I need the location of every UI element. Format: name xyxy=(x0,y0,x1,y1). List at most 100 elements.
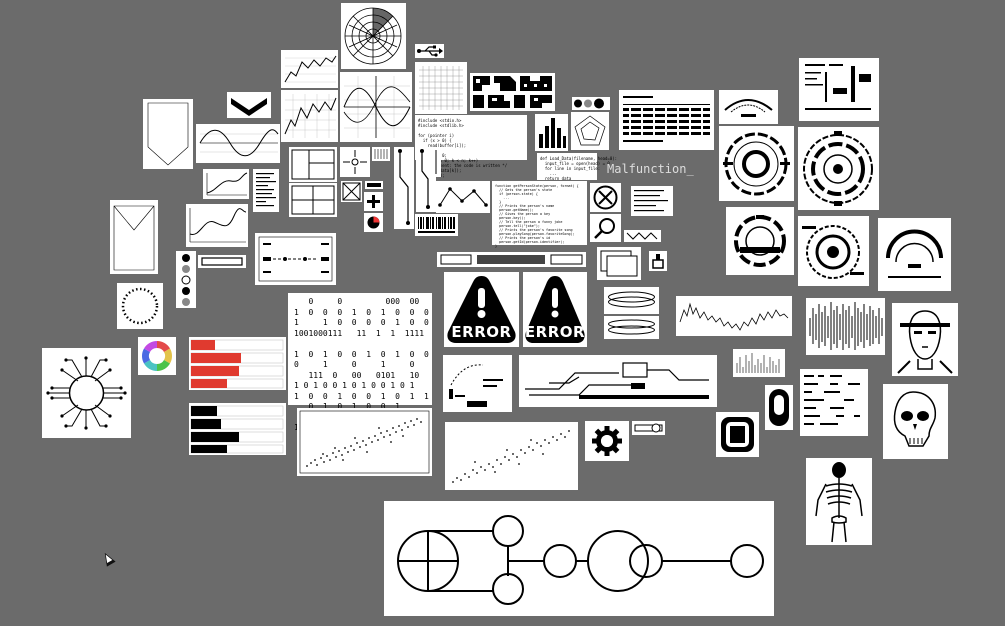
pie-tile xyxy=(364,213,383,232)
dotted-circle-icon xyxy=(121,287,159,325)
skeleton-icon xyxy=(815,462,863,543)
window-stack-icon xyxy=(600,250,638,277)
barcode-tile xyxy=(415,214,458,236)
dotted-circle-tile xyxy=(117,283,163,329)
waveform-tile xyxy=(806,298,885,355)
error-label: ERROR xyxy=(451,323,512,341)
hud-tile xyxy=(719,90,778,124)
barcode-icon xyxy=(418,217,455,233)
text-tile xyxy=(631,186,673,216)
scatter-plot-icon xyxy=(452,430,570,483)
sine-chart-tile xyxy=(340,72,412,142)
error-warning-tile: ERROR xyxy=(444,272,519,347)
sine-wave-icon xyxy=(199,129,279,157)
pentagon-chart-icon xyxy=(574,115,606,146)
stop-button-tile xyxy=(716,412,759,457)
ring-icon xyxy=(608,291,655,308)
histogram-tile xyxy=(733,349,785,377)
stripes-tile xyxy=(372,147,390,161)
warning-icon xyxy=(525,276,585,343)
slider-tile xyxy=(632,421,665,435)
code-panel: def Load_Data(filename, head=0): input_f… xyxy=(537,153,617,181)
line-chart-icon xyxy=(284,94,337,138)
node-diagram-tile xyxy=(384,501,774,616)
text-list-tile xyxy=(800,369,868,436)
stock-chart-tile xyxy=(676,296,792,336)
color-wheel-icon xyxy=(141,341,173,371)
skull-tile xyxy=(883,384,948,459)
hud-circle-tile xyxy=(798,127,879,210)
scatter-plot-tile xyxy=(445,422,578,490)
waveform-icon xyxy=(809,302,883,350)
hud-circle-icon xyxy=(886,229,943,278)
plus-icon xyxy=(367,195,380,208)
scatter-plot-tile xyxy=(297,408,432,476)
close-circle-tile xyxy=(590,183,621,212)
text-lines-icon xyxy=(634,190,668,212)
text-lines-icon xyxy=(256,173,276,207)
scatter-plot-icon xyxy=(299,410,430,474)
usb-tile xyxy=(415,44,444,58)
gear-tile xyxy=(585,421,629,461)
bar-tile xyxy=(365,181,383,189)
circuit-line-tile xyxy=(431,147,441,177)
hud-circle-tile xyxy=(878,218,951,291)
chevron-down-icon xyxy=(231,98,267,116)
code-panel: function getPersonState(person, format) … xyxy=(492,181,587,248)
banner-tile xyxy=(143,99,193,169)
data-table-tile xyxy=(619,90,714,150)
line-chart-tile xyxy=(186,204,248,247)
search-icon xyxy=(594,218,615,239)
ring-tile xyxy=(604,316,659,339)
color-wheel-tile xyxy=(138,337,176,375)
circuit-sun-tile xyxy=(42,348,131,438)
progress-bars-icon xyxy=(190,405,284,454)
line-chart-tile xyxy=(203,169,249,199)
radar-tile xyxy=(341,3,406,69)
banner-icon xyxy=(147,102,189,166)
hud-circle-icon xyxy=(803,131,873,206)
progress-strip-tile xyxy=(437,252,586,267)
skull-icon xyxy=(893,391,937,447)
circuit-icon xyxy=(473,76,552,108)
bar-button-icon xyxy=(201,257,243,266)
path-icon xyxy=(438,187,488,207)
circuit-wide-tile xyxy=(519,355,717,407)
bar-button-tile xyxy=(198,255,246,268)
chevron-tile xyxy=(227,92,271,118)
data-table-icon xyxy=(623,96,710,142)
histogram-icon xyxy=(736,353,780,373)
tech-panel-icon xyxy=(805,64,871,110)
node-diagram-icon xyxy=(397,515,764,605)
ring-icon xyxy=(608,319,655,335)
bar-chart-icon xyxy=(539,118,566,148)
error-warning-tile: ERROR xyxy=(523,272,587,347)
code-text: def Load_Data(filename, head=0): input_f… xyxy=(540,156,618,181)
stock-chart-icon xyxy=(679,302,789,331)
hud-circle-icon xyxy=(723,132,790,196)
grid-icon xyxy=(419,66,463,110)
crosshair-tile xyxy=(340,147,370,177)
layout-icon xyxy=(291,185,335,215)
circles-icon xyxy=(574,98,604,109)
radar-icon xyxy=(344,7,402,65)
line-chart-icon xyxy=(189,208,247,243)
gear-icon xyxy=(592,426,622,456)
ring-tile xyxy=(604,287,659,314)
hud-circle-tile xyxy=(726,207,794,275)
sine-chart-tile xyxy=(196,124,280,163)
circuit-sun-icon xyxy=(46,356,127,430)
circle-stack-tile xyxy=(176,251,196,308)
circuit-trace-icon xyxy=(420,149,430,209)
line-chart-icon xyxy=(284,55,337,83)
progress-strip-icon xyxy=(440,254,583,265)
hud-circle-icon xyxy=(802,225,864,279)
zigzag-tile xyxy=(624,230,661,242)
plus-tile xyxy=(364,192,383,211)
envelope-icon xyxy=(113,205,155,271)
text-lines-icon xyxy=(804,375,860,425)
sliders-icon xyxy=(258,236,333,282)
toggle-switch-icon xyxy=(769,389,789,426)
circuit-patch-tile xyxy=(470,73,555,111)
malfunction-text: Malfunction_ xyxy=(607,162,694,176)
